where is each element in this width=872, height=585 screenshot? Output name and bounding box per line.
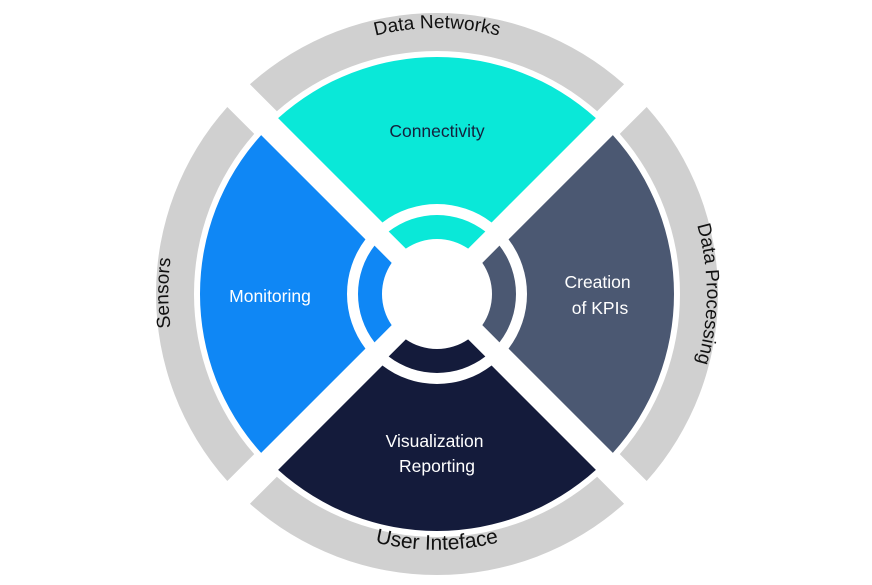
segment-visualization [278,365,596,531]
outer-ring-top [249,12,625,112]
segment-creation-kpis [508,135,674,453]
center-circle [395,252,479,336]
monitoring-label: Monitoring [229,286,311,306]
sensors-label: Sensors [152,256,175,329]
creation-kpis-label-line2: of KPIs [572,298,629,318]
creation-kpis-label-line1: Creation [564,272,630,292]
inner-ring-right [482,245,516,343]
visualization-label-line2: Reporting [399,456,475,476]
segment-connectivity [278,57,596,223]
inner-ring-bottom [388,339,486,373]
outer-ring-left [155,106,255,482]
inner-ring-left [358,245,392,343]
segment-monitoring [200,135,366,453]
connectivity-label: Connectivity [389,121,485,141]
visualization-label-line1: Visualization [386,431,484,451]
creation-kpis-label: Creation of KPIs [564,272,635,318]
outer-ring-right [619,106,718,482]
visualization-reporting-label: Visualization Reporting [386,431,489,476]
outer-ring-bottom [249,476,625,575]
inner-ring-top [388,215,486,249]
